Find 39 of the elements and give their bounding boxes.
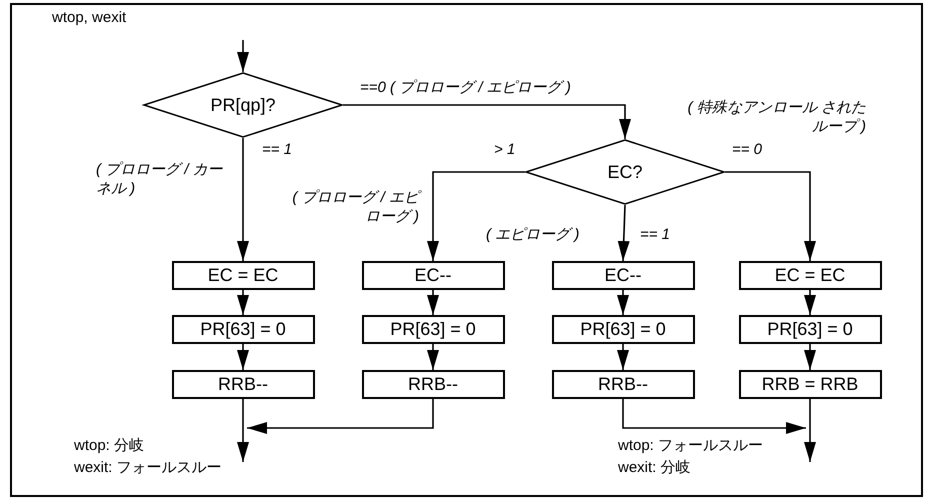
process-box: PR[63] = 0 xyxy=(552,315,694,344)
process-box: RRB = RRB xyxy=(738,370,882,399)
arrow xyxy=(427,344,439,370)
arrow xyxy=(237,344,249,370)
arrow xyxy=(725,171,816,261)
process-box: EC = EC xyxy=(738,261,882,290)
process-box: EC-- xyxy=(362,261,504,290)
edge-label: ==0 ( プロローグ / エピローグ ) xyxy=(360,78,571,97)
exit-label: wtop: フォールスルー xyxy=(618,436,764,455)
condition-text: EC? xyxy=(607,162,642,182)
exit-label: wexit: 分岐 xyxy=(618,458,691,477)
arrow xyxy=(427,171,525,261)
arrow xyxy=(237,399,249,462)
condition-text: PR[qp]? xyxy=(210,94,276,116)
arrow xyxy=(237,138,249,261)
process-box: RRB-- xyxy=(172,370,314,399)
arrow xyxy=(804,399,816,462)
process-box: EC-- xyxy=(552,261,694,290)
arrow xyxy=(617,290,629,315)
process-box: RRB-- xyxy=(362,370,504,399)
arrow xyxy=(617,204,630,262)
branch-note: ( エピローグ ) xyxy=(486,225,580,244)
exit-label: wexit: フォールスルー xyxy=(74,458,222,477)
arrow xyxy=(237,290,249,315)
process-box: PR[63] = 0 xyxy=(362,315,504,344)
arrow xyxy=(427,290,439,315)
process-box: RRB-- xyxy=(552,370,694,399)
process-box: EC = EC xyxy=(172,261,314,290)
process-box: PR[63] = 0 xyxy=(172,315,314,344)
arrow xyxy=(622,399,806,434)
process-box: PR[63] = 0 xyxy=(738,315,882,344)
arrow xyxy=(237,40,249,72)
exit-label: wtop: 分岐 xyxy=(74,436,144,455)
arrow xyxy=(247,399,434,434)
arrow xyxy=(804,344,816,370)
entry-label: wtop, wexit xyxy=(52,8,126,27)
arrow xyxy=(343,104,631,139)
arrow xyxy=(804,290,816,315)
arrow xyxy=(617,344,629,370)
